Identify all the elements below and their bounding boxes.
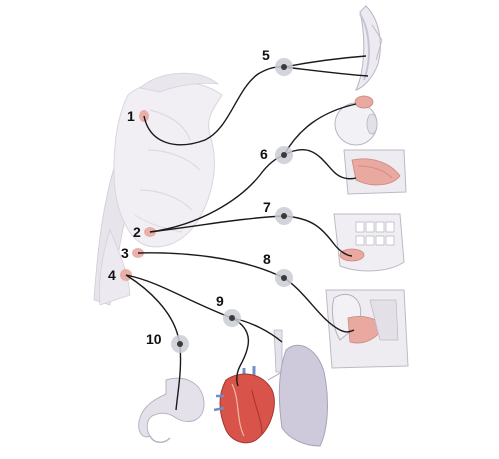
label-3: 3: [121, 245, 129, 261]
label-1: 1: [127, 108, 135, 124]
stomach-icon: [138, 377, 205, 443]
nerve-6-to-nasal: [283, 149, 357, 180]
ganglion-9: [223, 309, 241, 327]
heart-icon: [213, 366, 275, 444]
nerve-9-to-heart: [231, 317, 250, 387]
label-2: 2: [133, 224, 141, 240]
label-4: 4: [108, 267, 116, 283]
ganglion-10: [171, 335, 189, 353]
nerve-3-to-8: [137, 252, 285, 279]
ganglia: [171, 58, 293, 353]
brainstem-illustration: [93, 72, 223, 306]
nerve-4-to-9: [125, 274, 233, 319]
nerve-7-to-jaw: [283, 215, 353, 257]
nerve-5-to-lens-a: [283, 55, 367, 68]
number-labels: 1 2 3 4 5 6 7 8 9 10: [108, 47, 271, 347]
parotid-ear-icon: [325, 289, 409, 369]
label-5: 5: [262, 47, 270, 63]
nerve-5-to-lens-b: [283, 66, 369, 77]
lung-icon: [267, 329, 328, 447]
nasal-lacrimal-gland-icon: [343, 149, 407, 195]
nerve-2-to-6: [149, 154, 285, 233]
ganglion-7: [275, 207, 293, 225]
eyeball-icon: [334, 95, 378, 146]
ganglion-5: [275, 58, 293, 76]
label-7: 7: [263, 199, 271, 215]
ganglion-8: [275, 269, 293, 287]
nerve-2-to-7: [149, 215, 285, 233]
submandibular-gland-icon: [333, 213, 405, 272]
label-10: 10: [146, 331, 162, 347]
nerve-1-to-5: [143, 66, 285, 146]
nerve-8-to-parotid: [283, 277, 355, 333]
label-6: 6: [260, 146, 268, 162]
label-9: 9: [216, 293, 224, 309]
label-8: 8: [263, 251, 271, 267]
ganglion-6: [275, 146, 293, 164]
eye-lens-icon: [355, 5, 383, 91]
